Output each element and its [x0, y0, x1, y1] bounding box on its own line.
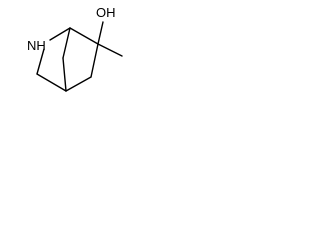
bond-c1-c7: [62, 27, 71, 59]
structure-diagram: NH OH: [27, 5, 123, 92]
bond-c6-c1: [69, 27, 99, 45]
bond-n-c3: [36, 48, 45, 75]
bond-c4-c5: [65, 76, 92, 92]
bond-c3-c4: [36, 73, 67, 92]
bond-c6-methyl: [97, 43, 123, 57]
bond-c7-c4: [62, 57, 67, 92]
oh-label: OH: [96, 5, 116, 20]
bond-c6-oh: [97, 21, 104, 45]
bonds: [36, 21, 123, 92]
nh-label: NH: [27, 38, 46, 53]
atom-labels: NH OH: [27, 5, 116, 53]
bond-c1-n: [49, 27, 71, 41]
bond-c5-c6: [90, 43, 99, 78]
